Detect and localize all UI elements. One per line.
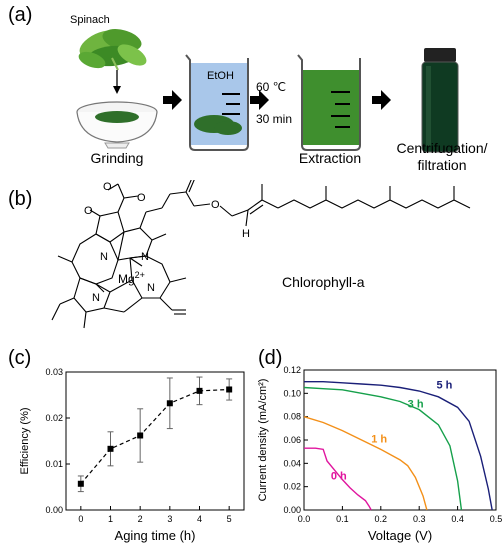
series-label: 1 h <box>371 433 387 445</box>
data-point <box>137 432 144 439</box>
plot-frame <box>65 371 245 511</box>
jv-chart: 0.0 0.1 0.2 0.3 0.4 0.5 0.00 0.02 0.04 0.06 0.08 0.… <box>257 365 503 543</box>
series-label: 5 h <box>436 380 452 392</box>
x-tick-label: 5 <box>227 514 232 524</box>
data-point <box>107 445 114 452</box>
step-centrifugation-line2: filtration <box>417 157 467 173</box>
magnesium-label: Mg2+ <box>118 270 145 286</box>
data-point <box>77 480 84 487</box>
atom-n-2: N <box>141 251 149 263</box>
x-tick-label: 3 <box>167 514 172 524</box>
step-grinding-label: Grinding <box>90 150 144 166</box>
atom-o-ketone: O <box>84 205 93 217</box>
vial-icon <box>421 48 459 153</box>
data-point <box>226 386 233 393</box>
arrow-down-icon <box>113 70 121 94</box>
spinach-label: Spinach <box>70 14 110 26</box>
magnesium-charge: 2+ <box>134 270 145 280</box>
atom-o-ester: O <box>103 181 112 193</box>
x-tick-label: 0.2 <box>375 514 388 524</box>
y-tick-label: 0.02 <box>283 482 301 492</box>
process-arrow-icon <box>372 90 391 110</box>
x-axis-label: Voltage (V) <box>368 528 432 543</box>
atom-n-4: N <box>147 282 155 294</box>
y-tick-label: 0.03 <box>45 367 63 377</box>
duration-label: 30 min <box>256 112 293 126</box>
spinach-illustration <box>78 29 147 71</box>
atom-h: H <box>242 228 250 240</box>
y-tick-label: 0.12 <box>283 365 301 375</box>
atom-o-carbonyl: O <box>137 192 146 204</box>
step-centrifugation-line1: Centrifugation/ <box>396 140 488 156</box>
efficiency-trend-line <box>80 388 230 485</box>
x-tick-label: 1 <box>108 514 113 524</box>
y-axis-label: Current density (mA/cm²) <box>257 379 269 502</box>
temperature-label: 60 ℃ <box>256 80 287 94</box>
x-tick-label: 0.4 <box>451 514 464 524</box>
x-tick-label: 4 <box>197 514 202 524</box>
x-tick-label: 0.3 <box>413 514 426 524</box>
atom-n-3: N <box>92 292 100 304</box>
panel-b-letter: (b) <box>8 188 33 210</box>
data-point <box>166 400 173 407</box>
jv-curve <box>303 386 463 511</box>
chlorophyll-structure <box>51 180 471 329</box>
process-arrow-icon <box>163 90 182 110</box>
y-tick-label: 0.04 <box>283 458 301 468</box>
x-tick-label: 0.1 <box>336 514 349 524</box>
jv-curve <box>304 447 372 511</box>
x-axis-label: Aging time (h) <box>115 528 196 543</box>
atom-o-ester2: O <box>211 199 220 211</box>
solvent-label: EtOH <box>207 70 234 82</box>
atom-n-1: N <box>100 251 108 263</box>
x-tick-label: 0 <box>78 514 83 524</box>
x-tick-label: 0.0 <box>298 514 311 524</box>
beaker-extract-icon <box>297 54 361 151</box>
data-point <box>196 387 203 394</box>
y-tick-label: 0.10 <box>283 388 301 398</box>
jv-curve <box>304 380 493 511</box>
y-tick-label: 0.00 <box>283 505 301 515</box>
y-tick-label: 0.02 <box>45 413 63 423</box>
x-tick-label: 2 <box>138 514 143 524</box>
step-extraction-label: Extraction <box>298 150 362 166</box>
y-tick-label: 0.08 <box>283 412 301 422</box>
jv-curve <box>303 415 428 511</box>
series-label: 0 h <box>331 471 347 483</box>
process-diagram <box>76 29 459 153</box>
beaker-ethanol-icon <box>185 54 249 151</box>
bowl-icon <box>76 101 158 149</box>
step-centrifugation-label: Centrifugation/ filtration <box>383 140 501 174</box>
y-tick-label: 0.06 <box>283 435 301 445</box>
x-tick-label: 0.5 <box>490 514 503 524</box>
magnesium-symbol: Mg <box>118 272 135 286</box>
process-arrow-icon <box>250 90 269 110</box>
panel-c-letter: (c) <box>8 347 32 369</box>
y-axis-label: Efficiency (%) <box>19 407 31 474</box>
series-label: 3 h <box>408 398 424 410</box>
y-tick-label: 0.01 <box>45 459 63 469</box>
plot-frame <box>303 369 497 511</box>
panel-d-letter: (d) <box>258 347 283 369</box>
y-tick-label: 0.00 <box>45 505 63 515</box>
molecule-name: Chlorophyll-a <box>282 274 365 290</box>
panel-a-letter: (a) <box>8 4 33 26</box>
